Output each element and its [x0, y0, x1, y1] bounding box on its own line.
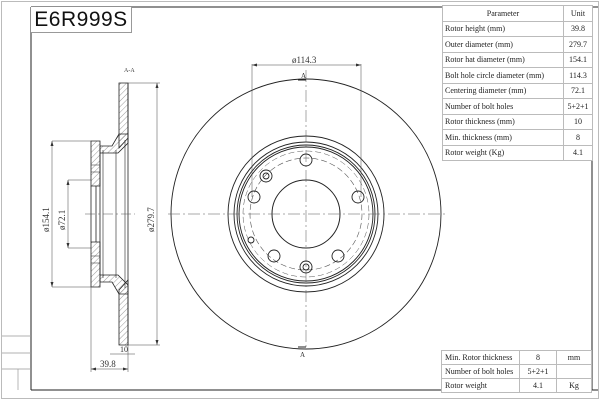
- row-value: 8: [519, 350, 557, 365]
- row-value: 8: [563, 129, 593, 146]
- row-value: 5+2+1: [563, 98, 593, 115]
- dim-outer-diameter: ø279.7: [146, 207, 156, 232]
- row-label: Rotor thickness (mm): [442, 113, 564, 130]
- row-label: Min. Rotor thickness: [441, 350, 520, 365]
- bolt-circle-dim: [251, 64, 362, 197]
- row-label: Outer diameter (mm): [442, 36, 564, 53]
- margin-boxes: [2, 335, 31, 390]
- section-label: A-A: [124, 68, 135, 74]
- row-value: 279.7: [563, 36, 593, 53]
- row-label: Rotor hat diameter (mm): [442, 51, 564, 68]
- dimension-arrows: [50, 83, 159, 371]
- dim-bolt-circle: ø114.3: [292, 55, 317, 65]
- row-label: Centering diameter (mm): [442, 82, 564, 99]
- row-value: 5+2+1: [519, 364, 557, 379]
- section-marker-top: A: [301, 72, 306, 80]
- section-dimensions: [51, 82, 160, 372]
- table-row: Rotor hat diameter (mm)154.1: [442, 51, 593, 68]
- table-row: Min. thickness (mm)8: [442, 129, 593, 146]
- row-label: Number of bolt holes: [442, 98, 564, 115]
- dim-thickness: 10: [120, 345, 128, 354]
- section-view: [85, 82, 135, 346]
- row-label: Number of bolt holes: [441, 364, 520, 379]
- row-value: 4.1: [519, 378, 557, 393]
- centerlines: [168, 70, 445, 350]
- header-parameter: Parameter: [442, 5, 564, 22]
- row-unit: mm: [556, 350, 592, 365]
- dim-centering-diameter: ø72.1: [57, 210, 67, 230]
- row-value: 4.1: [563, 144, 593, 161]
- dim-hat-diameter: ø154.1: [41, 207, 51, 232]
- dim-height: 39.8: [100, 359, 116, 369]
- section-marker-bottom: A: [300, 351, 305, 359]
- row-label: Bolt hole circle diameter (mm): [442, 67, 564, 84]
- row-unit: [556, 364, 592, 379]
- table-row: Rotor weight (Kg)4.1: [442, 144, 593, 161]
- part-number-title: E6R999S: [31, 7, 132, 33]
- row-label: Rotor weight (Kg): [442, 144, 564, 161]
- row-label: Min. thickness (mm): [442, 129, 564, 146]
- parameter-table-header: Parameter Unit: [442, 5, 593, 22]
- row-label: Rotor weight: [441, 378, 520, 393]
- table-row: Rotor thickness (mm)10: [442, 113, 593, 130]
- table-row: Bolt hole circle diameter (mm)114.3: [442, 67, 593, 84]
- row-value: 10: [563, 113, 593, 130]
- header-unit: Unit: [563, 5, 593, 22]
- row-value: 114.3: [563, 67, 593, 84]
- row-value: 72.1: [563, 82, 593, 99]
- table-row: Rotor height (mm)39.8: [442, 20, 593, 37]
- parameter-table: Parameter Unit Rotor height (mm)39.8 Out…: [442, 5, 593, 161]
- table-row: Outer diameter (mm)279.7: [442, 36, 593, 53]
- row-unit: Kg: [556, 378, 592, 393]
- table-row: Centering diameter (mm)72.1: [442, 82, 593, 99]
- row-value: 154.1: [563, 51, 593, 68]
- row-label: Rotor height (mm): [442, 20, 564, 37]
- row-value: 39.8: [563, 20, 593, 37]
